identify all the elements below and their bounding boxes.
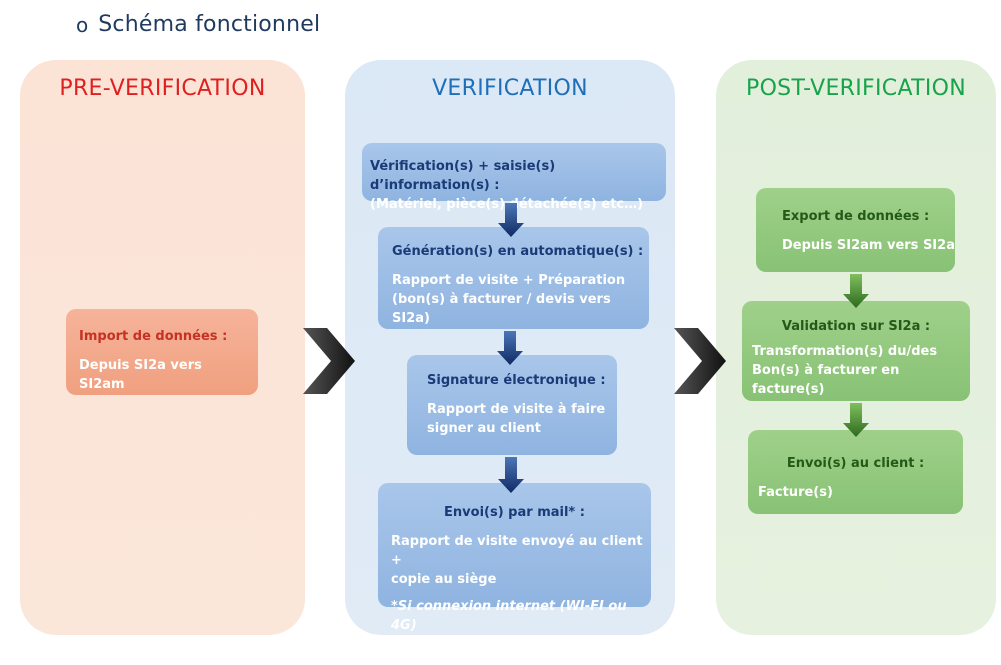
- generation-box: Génération(s) en automatique(s) : Rappor…: [378, 227, 649, 329]
- export-title: Export de données :: [782, 209, 930, 224]
- mail-body: Rapport de visite envoyé au client + cop…: [391, 532, 651, 589]
- signature-body-line2: signer au client: [427, 421, 541, 436]
- export-box: Export de données : Depuis SI2am vers SI…: [756, 188, 955, 272]
- mail-body-line2: copie au siège: [391, 572, 497, 587]
- import-box: Import de données : Depuis SI2a vers SI2…: [66, 309, 258, 395]
- chevron-right-icon: [303, 328, 355, 394]
- down-arrow-icon: [843, 274, 869, 308]
- down-arrow-icon: [498, 203, 524, 237]
- generation-title: Génération(s) en automatique(s) :: [392, 244, 644, 259]
- send-invoice-box: Envoi(s) au client : Facture(s): [748, 430, 963, 514]
- down-arrow-icon: [498, 457, 524, 493]
- mail-box: Envoi(s) par mail* : Rapport de visite e…: [378, 483, 651, 633]
- mail-note: *Si connexion internet (WI-FI ou 4G): [391, 599, 627, 633]
- generation-body: Rapport de visite + Préparation (bon(s) …: [392, 271, 649, 328]
- signature-box: Signature électronique : Rapport de visi…: [407, 355, 617, 455]
- generation-body-line1: Rapport de visite + Préparation: [392, 273, 626, 288]
- verification-input-title: Vérification(s) + saisie(s) d’informatio…: [370, 159, 556, 193]
- down-arrow-icon: [497, 331, 523, 365]
- verification-title: VERIFICATION: [432, 76, 588, 101]
- pre-verification-title: PRE-VERIFICATION: [59, 76, 266, 101]
- generation-body-line2: (bon(s) à facturer / devis vers SI2a): [392, 292, 611, 326]
- validation-body-line2: Bon(s) à facturer en facture(s): [752, 363, 900, 397]
- heading-text: Schéma fonctionnel: [98, 12, 321, 37]
- section-heading: o Schéma fonctionnel: [76, 12, 320, 37]
- verification-input-box: Vérification(s) + saisie(s) d’informatio…: [362, 143, 666, 212]
- validation-body: Transformation(s) du/des Bon(s) à factur…: [752, 342, 970, 399]
- validation-box: Validation sur SI2a : Transformation(s) …: [742, 301, 970, 401]
- signature-body-line1: Rapport de visite à faire: [427, 402, 606, 417]
- down-arrow-icon: [843, 403, 869, 437]
- post-verification-title: POST-VERIFICATION: [746, 76, 966, 101]
- validation-body-line1: Transformation(s) du/des: [752, 344, 938, 359]
- signature-title: Signature électronique :: [427, 373, 606, 388]
- send-invoice-body: Facture(s): [758, 485, 833, 500]
- import-box-body: Depuis SI2a vers SI2am: [79, 358, 202, 392]
- send-invoice-title: Envoi(s) au client :: [786, 456, 925, 471]
- chevron-right-icon: [674, 328, 726, 394]
- validation-title: Validation sur SI2a :: [781, 319, 931, 334]
- import-box-title: Import de données :: [79, 329, 228, 344]
- mail-body-line1: Rapport de visite envoyé au client +: [391, 534, 643, 568]
- bullet-marker: o: [76, 12, 89, 37]
- signature-body: Rapport de visite à faire signer au clie…: [427, 400, 617, 438]
- mail-title: Envoi(s) par mail* :: [444, 505, 585, 520]
- export-body: Depuis SI2am vers SI2a: [782, 238, 955, 253]
